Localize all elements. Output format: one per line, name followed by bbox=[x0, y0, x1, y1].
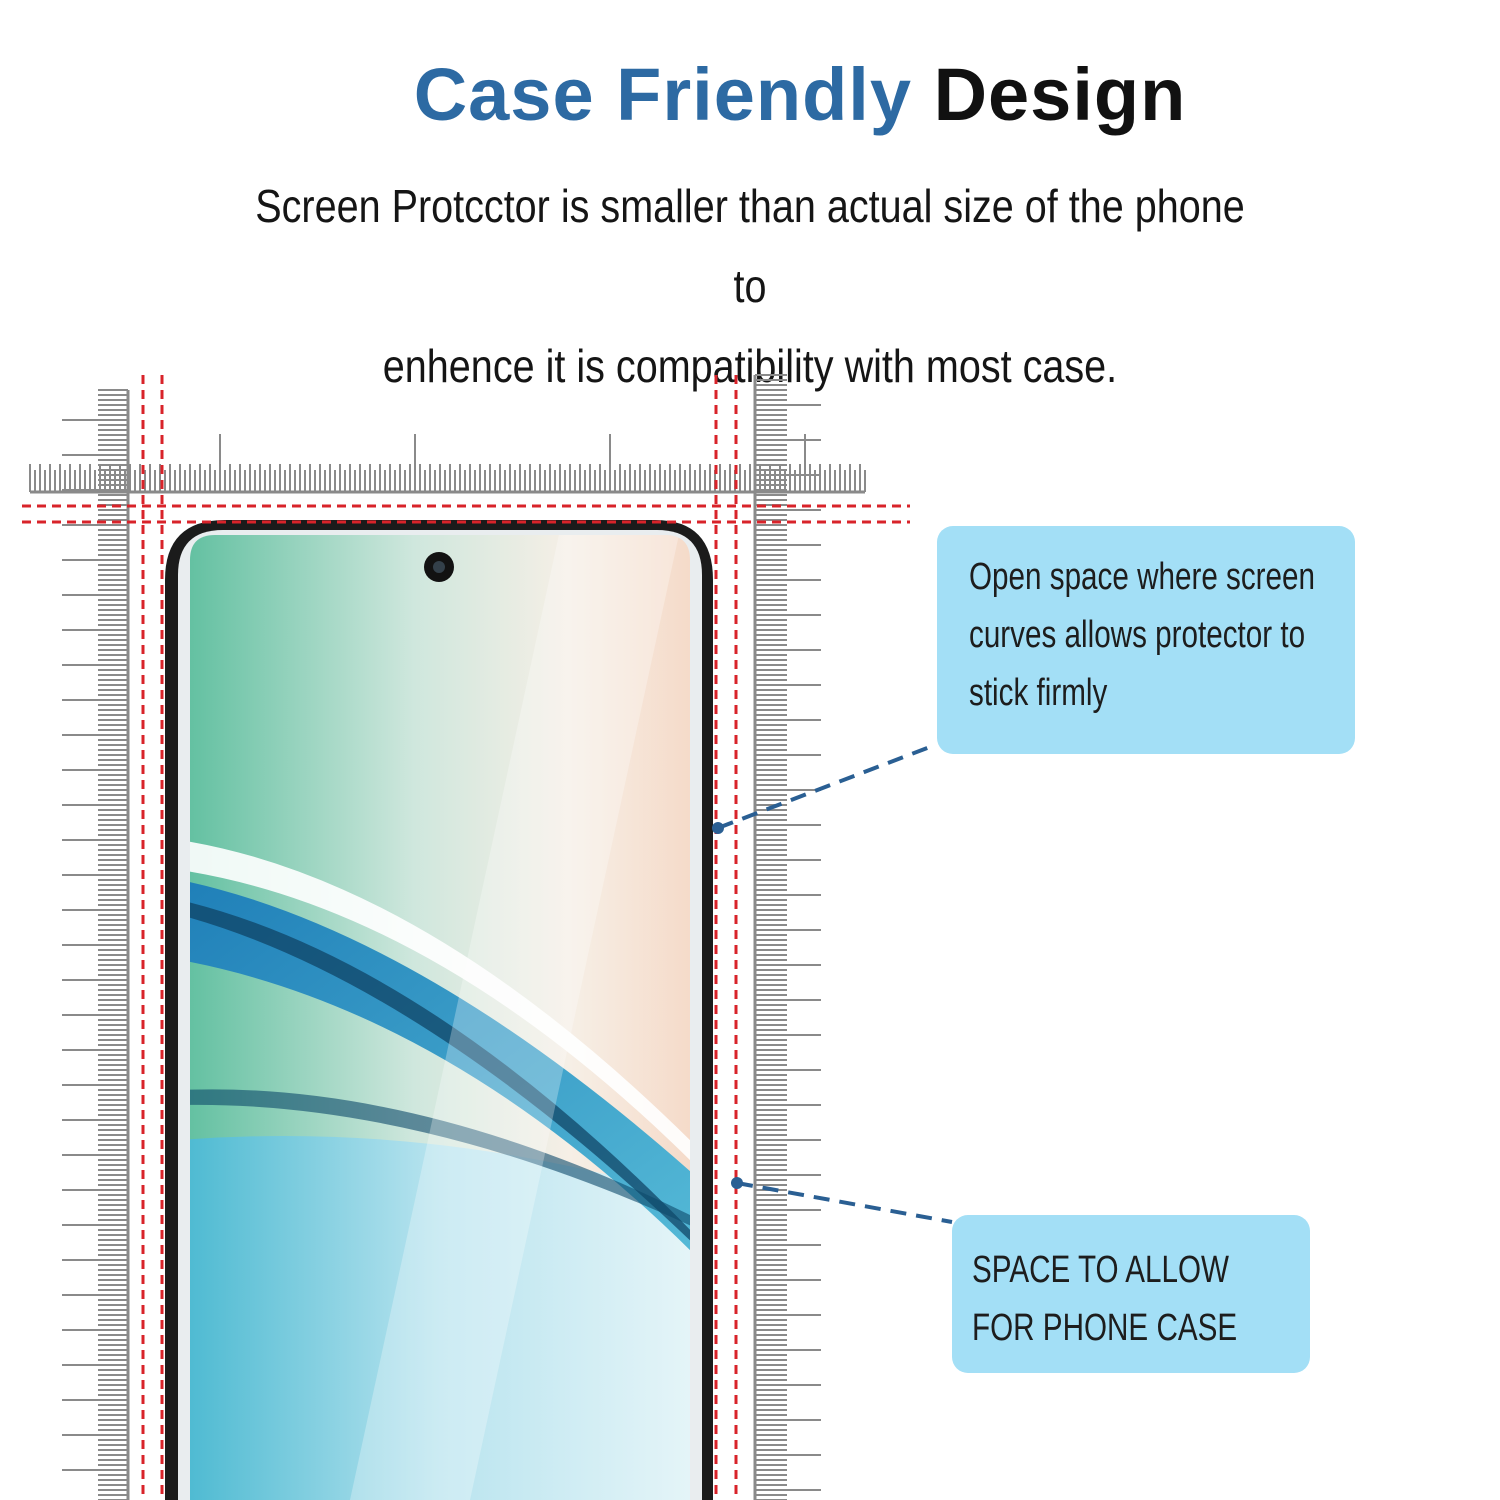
subtitle-line-2: enhence it is compatibility with most ca… bbox=[382, 340, 1118, 392]
headline-highlight: Case Friendly bbox=[413, 53, 913, 136]
callout-open-space-text: Open space where screen curves allows pr… bbox=[969, 556, 1316, 714]
callout-case-space-text: SPACE TO ALLOW FOR PHONE CASE bbox=[972, 1249, 1238, 1349]
headline-rest: Design bbox=[933, 53, 1187, 136]
callout-open-space: Open space where screen curves allows pr… bbox=[937, 526, 1355, 754]
leader-dot-1 bbox=[712, 822, 724, 834]
subtitle: Screen Protcctor is smaller than actual … bbox=[234, 166, 1266, 406]
subtitle-line-1: Screen Protcctor is smaller than actual … bbox=[255, 180, 1245, 312]
headline: Case Friendly Design bbox=[0, 52, 1500, 137]
phone-screen bbox=[190, 535, 690, 1500]
callout-case-space: SPACE TO ALLOW FOR PHONE CASE bbox=[952, 1215, 1310, 1373]
ruler-ticks bbox=[29, 374, 866, 1500]
leader-dot-2 bbox=[731, 1177, 743, 1189]
leader-lines bbox=[717, 743, 953, 1224]
red-guide-lines bbox=[22, 375, 910, 1500]
